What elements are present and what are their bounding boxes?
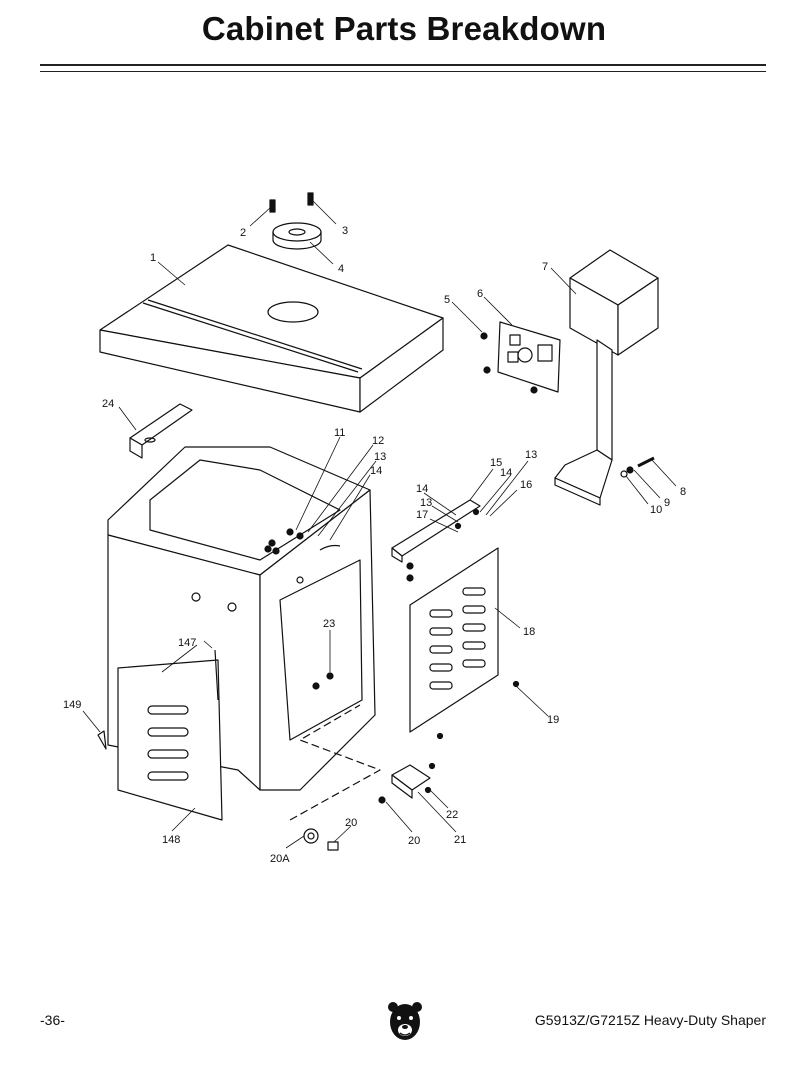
manual-title: G5913Z/G7215Z Heavy-Duty Shaper [534, 1012, 766, 1028]
cord-routing-line [289, 704, 381, 821]
callout-1: 1 [150, 252, 156, 264]
callout-147: 147 [178, 637, 196, 649]
title-rule-thick [40, 64, 766, 66]
callout-24: 24 [102, 398, 114, 410]
vented-door-part [117, 649, 223, 821]
callout-148: 148 [162, 834, 180, 846]
callout-14-upper: 14 [370, 465, 382, 477]
callout-20A: 20A [270, 853, 290, 865]
callout-20-upper: 20 [345, 817, 357, 829]
insert-ring-part [272, 222, 322, 250]
callout-19: 19 [547, 714, 559, 726]
bracket-part [129, 403, 193, 459]
callout-23: 23 [323, 618, 335, 630]
strain-relief-part [303, 828, 339, 851]
callout-labels: 1 2 3 4 5 6 7 8 9 10 11 12 13 14 13 15 1… [63, 225, 686, 865]
callout-17: 17 [416, 509, 428, 521]
callout-13-upper: 13 [374, 451, 386, 463]
callout-11: 11 [334, 427, 345, 439]
callout-15: 15 [490, 457, 502, 469]
door-key-part [97, 730, 107, 750]
callout-20-lower: 20 [408, 835, 420, 847]
callout-149: 149 [63, 699, 81, 711]
callout-4: 4 [338, 263, 344, 275]
callout-12: 12 [372, 435, 384, 447]
hinge-bracket-part [391, 499, 481, 563]
callout-13-right: 13 [525, 449, 537, 461]
callout-leaders [82, 199, 677, 849]
callout-2: 2 [240, 227, 246, 239]
callout-14-right: 14 [500, 467, 512, 479]
table-top-part [99, 244, 444, 413]
page-title: Cabinet Parts Breakdown [201, 10, 607, 47]
callout-18: 18 [523, 626, 535, 638]
callout-16: 16 [520, 479, 532, 491]
callout-13-left: 13 [420, 497, 432, 509]
switch-plate-part [497, 321, 561, 393]
callout-22: 22 [446, 809, 458, 821]
vented-panel-right-part [409, 547, 499, 733]
fastener-details [264, 332, 538, 804]
callout-14-left: 14 [416, 483, 428, 495]
callout-3: 3 [342, 225, 348, 237]
switch-box-part [554, 249, 659, 506]
page-number: -36- [40, 1012, 65, 1028]
switch-block-part [391, 764, 431, 799]
set-screw-part [269, 192, 314, 213]
bolt-washer-part [620, 456, 655, 478]
callout-8: 8 [680, 486, 686, 498]
callout-7: 7 [542, 261, 548, 273]
panel-vents-right [429, 587, 486, 690]
callout-5: 5 [444, 294, 450, 306]
callout-9: 9 [664, 497, 670, 509]
callout-6: 6 [477, 288, 483, 300]
callout-21: 21 [454, 834, 466, 846]
callout-10: 10 [650, 504, 662, 516]
bear-head-logo-icon [388, 1002, 422, 1040]
title-rule-thin [40, 71, 766, 72]
